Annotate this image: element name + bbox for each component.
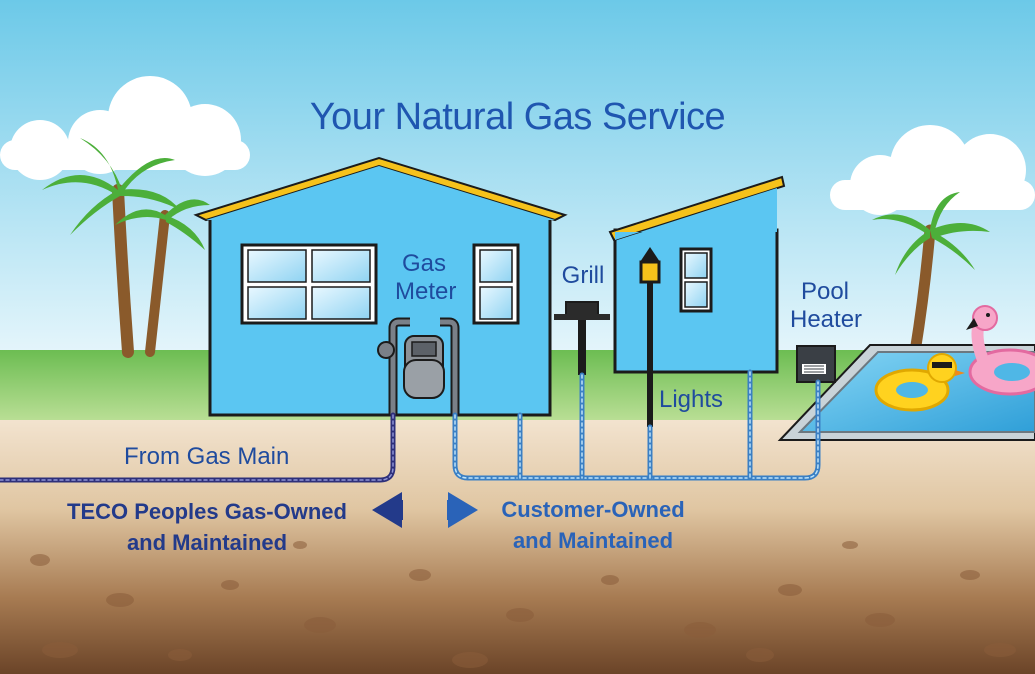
cloud-right	[830, 125, 1035, 215]
gas-line-customer	[452, 369, 821, 481]
customer-owned-line1: Customer-Owned	[501, 497, 685, 522]
diagram-title: Your Natural Gas Service	[309, 96, 726, 138]
customer-owned-line2: and Maintained	[512, 528, 674, 553]
pool-heater-icon	[796, 345, 836, 383]
garage-building	[608, 175, 786, 374]
lamp-post-icon	[639, 247, 661, 427]
gas-meter-icon	[377, 317, 460, 415]
lights-label: Lights	[658, 386, 724, 413]
flamingo-float-icon	[966, 305, 1035, 396]
teco-owned-label: TECO Peoples Gas-Owned and Maintained	[54, 496, 360, 558]
grill-label: Grill	[561, 262, 605, 289]
from-gas-main-label: From Gas Main	[124, 443, 290, 470]
customer-owned-label: Customer-Owned and Maintained	[488, 494, 698, 556]
palm-tree-icon	[42, 138, 210, 358]
main-house	[193, 156, 568, 417]
grill-icon	[554, 301, 610, 375]
pool-heater-label: Pool Heater	[790, 278, 863, 334]
gas-meter-label: Gas Meter	[395, 250, 457, 306]
gas-line-owned	[0, 412, 396, 483]
pool-heater-label-line1: Pool	[800, 278, 850, 305]
pool-heater-label-line2: Heater	[790, 306, 863, 333]
arrow-right-icon	[447, 492, 478, 528]
gas-meter-label-line1: Gas	[401, 250, 446, 277]
teco-owned-line1: TECO Peoples Gas-Owned	[67, 499, 347, 524]
cloud-left	[0, 76, 250, 180]
teco-owned-line2: and Maintained	[126, 530, 288, 555]
palm-tree-icon	[872, 192, 990, 358]
gas-meter-label-line2: Meter	[395, 278, 457, 305]
soil-pebbles	[30, 541, 1016, 668]
duck-float-icon	[874, 353, 965, 412]
arrow-left-icon	[372, 492, 403, 528]
